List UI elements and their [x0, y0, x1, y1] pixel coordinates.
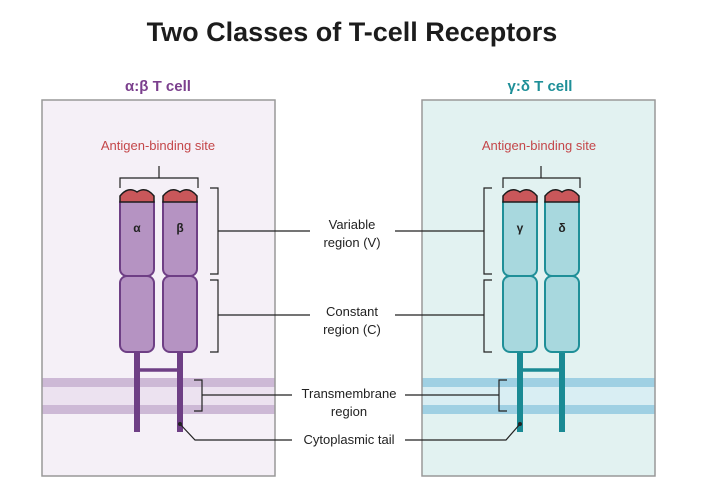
alpha-chain-label: α [133, 221, 141, 235]
constant-region-label-line2: region (C) [323, 322, 381, 337]
beta-antigen-binding-tip [162, 189, 198, 203]
beta-chain: β [162, 189, 198, 432]
delta-variable-domain [544, 195, 580, 277]
transmembrane-region-callout: Transmembrane region [194, 379, 507, 419]
alpha-beta-antigen-site-bracket [119, 166, 199, 188]
transmembrane-bracket-left [194, 379, 292, 412]
beta-chain-label: β [176, 221, 183, 235]
delta-chain: δ [544, 189, 580, 432]
alpha-beta-antigen-site-label: Antigen-binding site [101, 138, 215, 153]
cytoplasmic-leader-left [179, 423, 292, 441]
variable-bracket-right [395, 187, 492, 275]
delta-antigen-binding-tip [544, 189, 580, 203]
alpha-beta-membrane [42, 378, 275, 414]
gamma-delta-membrane [422, 378, 655, 414]
cytoplasmic-leader-right [405, 423, 521, 441]
gamma-antigen-binding-tip [502, 189, 538, 203]
constant-region-label-line1: Constant [326, 304, 378, 319]
gamma-variable-domain [502, 195, 538, 277]
alpha-beta-cell-background [42, 100, 275, 476]
gamma-delta-panel: γ:δ T cell Antigen-binding site γ δ [421, 78, 656, 477]
constant-bracket-left [210, 279, 310, 353]
transmembrane-bracket-right [405, 379, 507, 412]
constant-bracket-right [395, 279, 492, 353]
transmembrane-region-label-line1: Transmembrane [302, 386, 397, 401]
beta-constant-domain [162, 275, 198, 353]
alpha-beta-cell-border [41, 99, 276, 477]
cytoplasmic-dot-left [178, 422, 182, 426]
cytoplasmic-tail-callout: Cytoplasmic tail [178, 422, 522, 447]
alpha-chain: α [119, 189, 155, 432]
variable-bracket-left [210, 187, 310, 275]
gamma-delta-panel-label: γ:δ T cell [508, 78, 573, 95]
gamma-delta-antigen-site-label: Antigen-binding site [482, 138, 596, 153]
cytoplasmic-dot-right [518, 422, 522, 426]
delta-constant-domain [544, 275, 580, 353]
gamma-delta-antigen-site-bracket [502, 166, 581, 188]
beta-variable-domain [162, 195, 198, 277]
alpha-constant-domain [119, 275, 155, 353]
variable-region-label-line2: region (V) [323, 235, 380, 250]
alpha-variable-domain [119, 195, 155, 277]
constant-region-callout: Constant region (C) [210, 279, 492, 353]
variable-region-callout: Variable region (V) [210, 187, 492, 275]
gamma-delta-cell-background [422, 100, 655, 476]
gamma-chain: γ [502, 189, 538, 432]
cytoplasmic-tail-label: Cytoplasmic tail [303, 432, 394, 447]
alpha-antigen-binding-tip [119, 189, 155, 203]
variable-region-label-line1: Variable [329, 217, 376, 232]
alpha-beta-panel-label: α:β T cell [125, 78, 191, 95]
alpha-beta-membrane-inner [42, 387, 275, 405]
delta-chain-label: δ [558, 221, 565, 235]
gamma-constant-domain [502, 275, 538, 353]
gamma-chain-label: γ [517, 221, 524, 235]
transmembrane-region-label-line2: region [331, 404, 367, 419]
alpha-beta-panel: α:β T cell Antigen-binding site α β [41, 78, 276, 477]
diagram-title: Two Classes of T-cell Receptors [147, 17, 558, 47]
gamma-delta-membrane-inner [422, 387, 655, 405]
gamma-delta-cell-border [421, 99, 656, 477]
